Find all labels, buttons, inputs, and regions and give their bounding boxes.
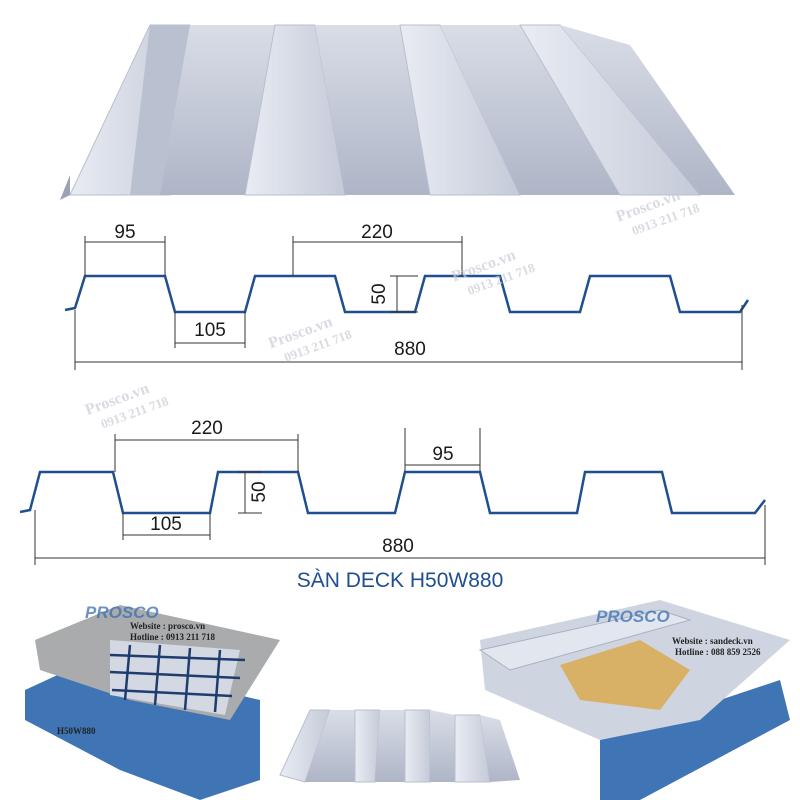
dim-total-width: 880 <box>394 339 426 360</box>
logo-prosco: PROSCO <box>85 603 159 622</box>
dim-total-width: 880 <box>382 536 414 557</box>
product-title: SÀN DECK H50W880 <box>297 569 504 592</box>
photo-concrete-slab: PROSCO Website : prosco.vn Hotline : 091… <box>25 603 280 800</box>
dim-rib-top-width: 95 <box>114 222 135 243</box>
profile-drawing-bottom: 220 95 50 105 880 <box>19 418 766 565</box>
hotline-text: Hotline : 0913 211 718 <box>130 632 215 642</box>
website-text: Website : sandeck.vn <box>672 636 753 646</box>
profile-drawing-top: 95 220 50 105 880 Prosco.vn 0913 211 718… <box>64 187 750 431</box>
deck-sheet-3d-top <box>60 24 735 200</box>
dim-rib-height: 50 <box>249 481 270 502</box>
dim-pitch: 220 <box>191 418 223 439</box>
product-label: H50W880 <box>57 726 96 736</box>
dim-rib-top-width: 95 <box>432 444 453 465</box>
logo-prosco: PROSCO <box>596 607 670 626</box>
deck-sheet-3d-small <box>279 709 520 783</box>
dim-bottom-width: 105 <box>150 514 182 535</box>
dim-pitch: 220 <box>361 222 393 243</box>
dim-rib-height: 50 <box>369 283 390 304</box>
dim-bottom-width: 105 <box>194 320 226 341</box>
website-text: Website : prosco.vn <box>130 621 205 631</box>
hotline-text: Hotline : 088 859 2526 <box>675 647 761 657</box>
photo-roof-insulation: PROSCO Website : sandeck.vn Hotline : 08… <box>478 600 790 800</box>
